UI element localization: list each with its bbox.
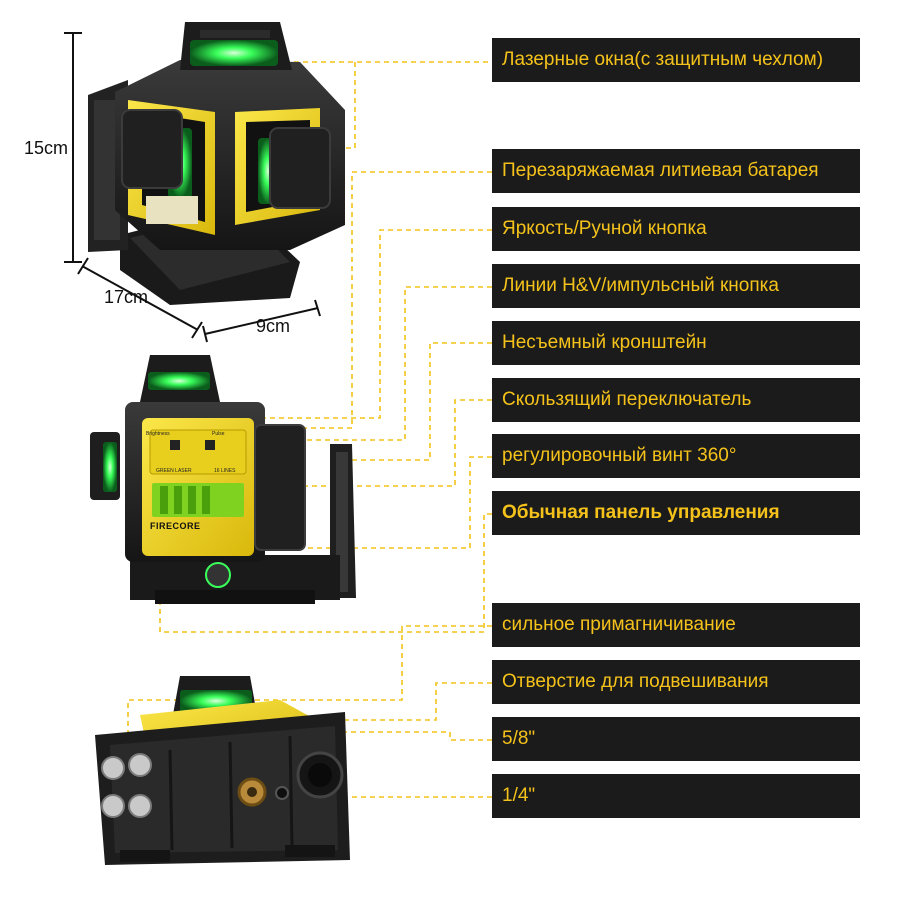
label-slide-switch: Скользящий переключатель (492, 378, 860, 422)
dimension-length: 17cm (104, 287, 149, 307)
dimension-height: 15cm (24, 138, 69, 158)
panel-brightness-text: Brightness (146, 431, 170, 437)
panel-model-text: GREEN LASER (156, 468, 192, 474)
panel-pulse-text: Pulse (212, 431, 225, 437)
leader-lines (127, 61, 492, 798)
label-battery: Перезаряжаемая литиевая батарея (492, 149, 860, 193)
dimension-lines (64, 32, 321, 343)
label-hanging-hole: Отверстие для подвешивания (492, 660, 860, 704)
label-adjust-screw: регулировочный винт 360° (492, 434, 860, 478)
label-lines-pulse-button: Линии H&V/импульсный кнопка (492, 264, 860, 308)
label-fixed-bracket: Несъемный кронштейн (492, 321, 860, 365)
label-thread-1-4: 1/4" (492, 774, 860, 818)
device-rear-view (95, 676, 350, 865)
label-thread-5-8: 5/8" (492, 717, 860, 761)
label-laser-windows: Лазерные окна(с защитным чехлом) (492, 38, 860, 82)
panel-lines-text: 16 LINES (214, 468, 236, 474)
label-brightness-button: Яркость/Ручной кнопка (492, 207, 860, 251)
device-top-view (88, 22, 345, 305)
label-magnet: сильное примагничивание (492, 603, 860, 647)
label-control-panel: Обычная панель управления (492, 491, 860, 535)
device-side-view (90, 355, 356, 604)
brand-logo: FIRECORE (150, 521, 201, 531)
